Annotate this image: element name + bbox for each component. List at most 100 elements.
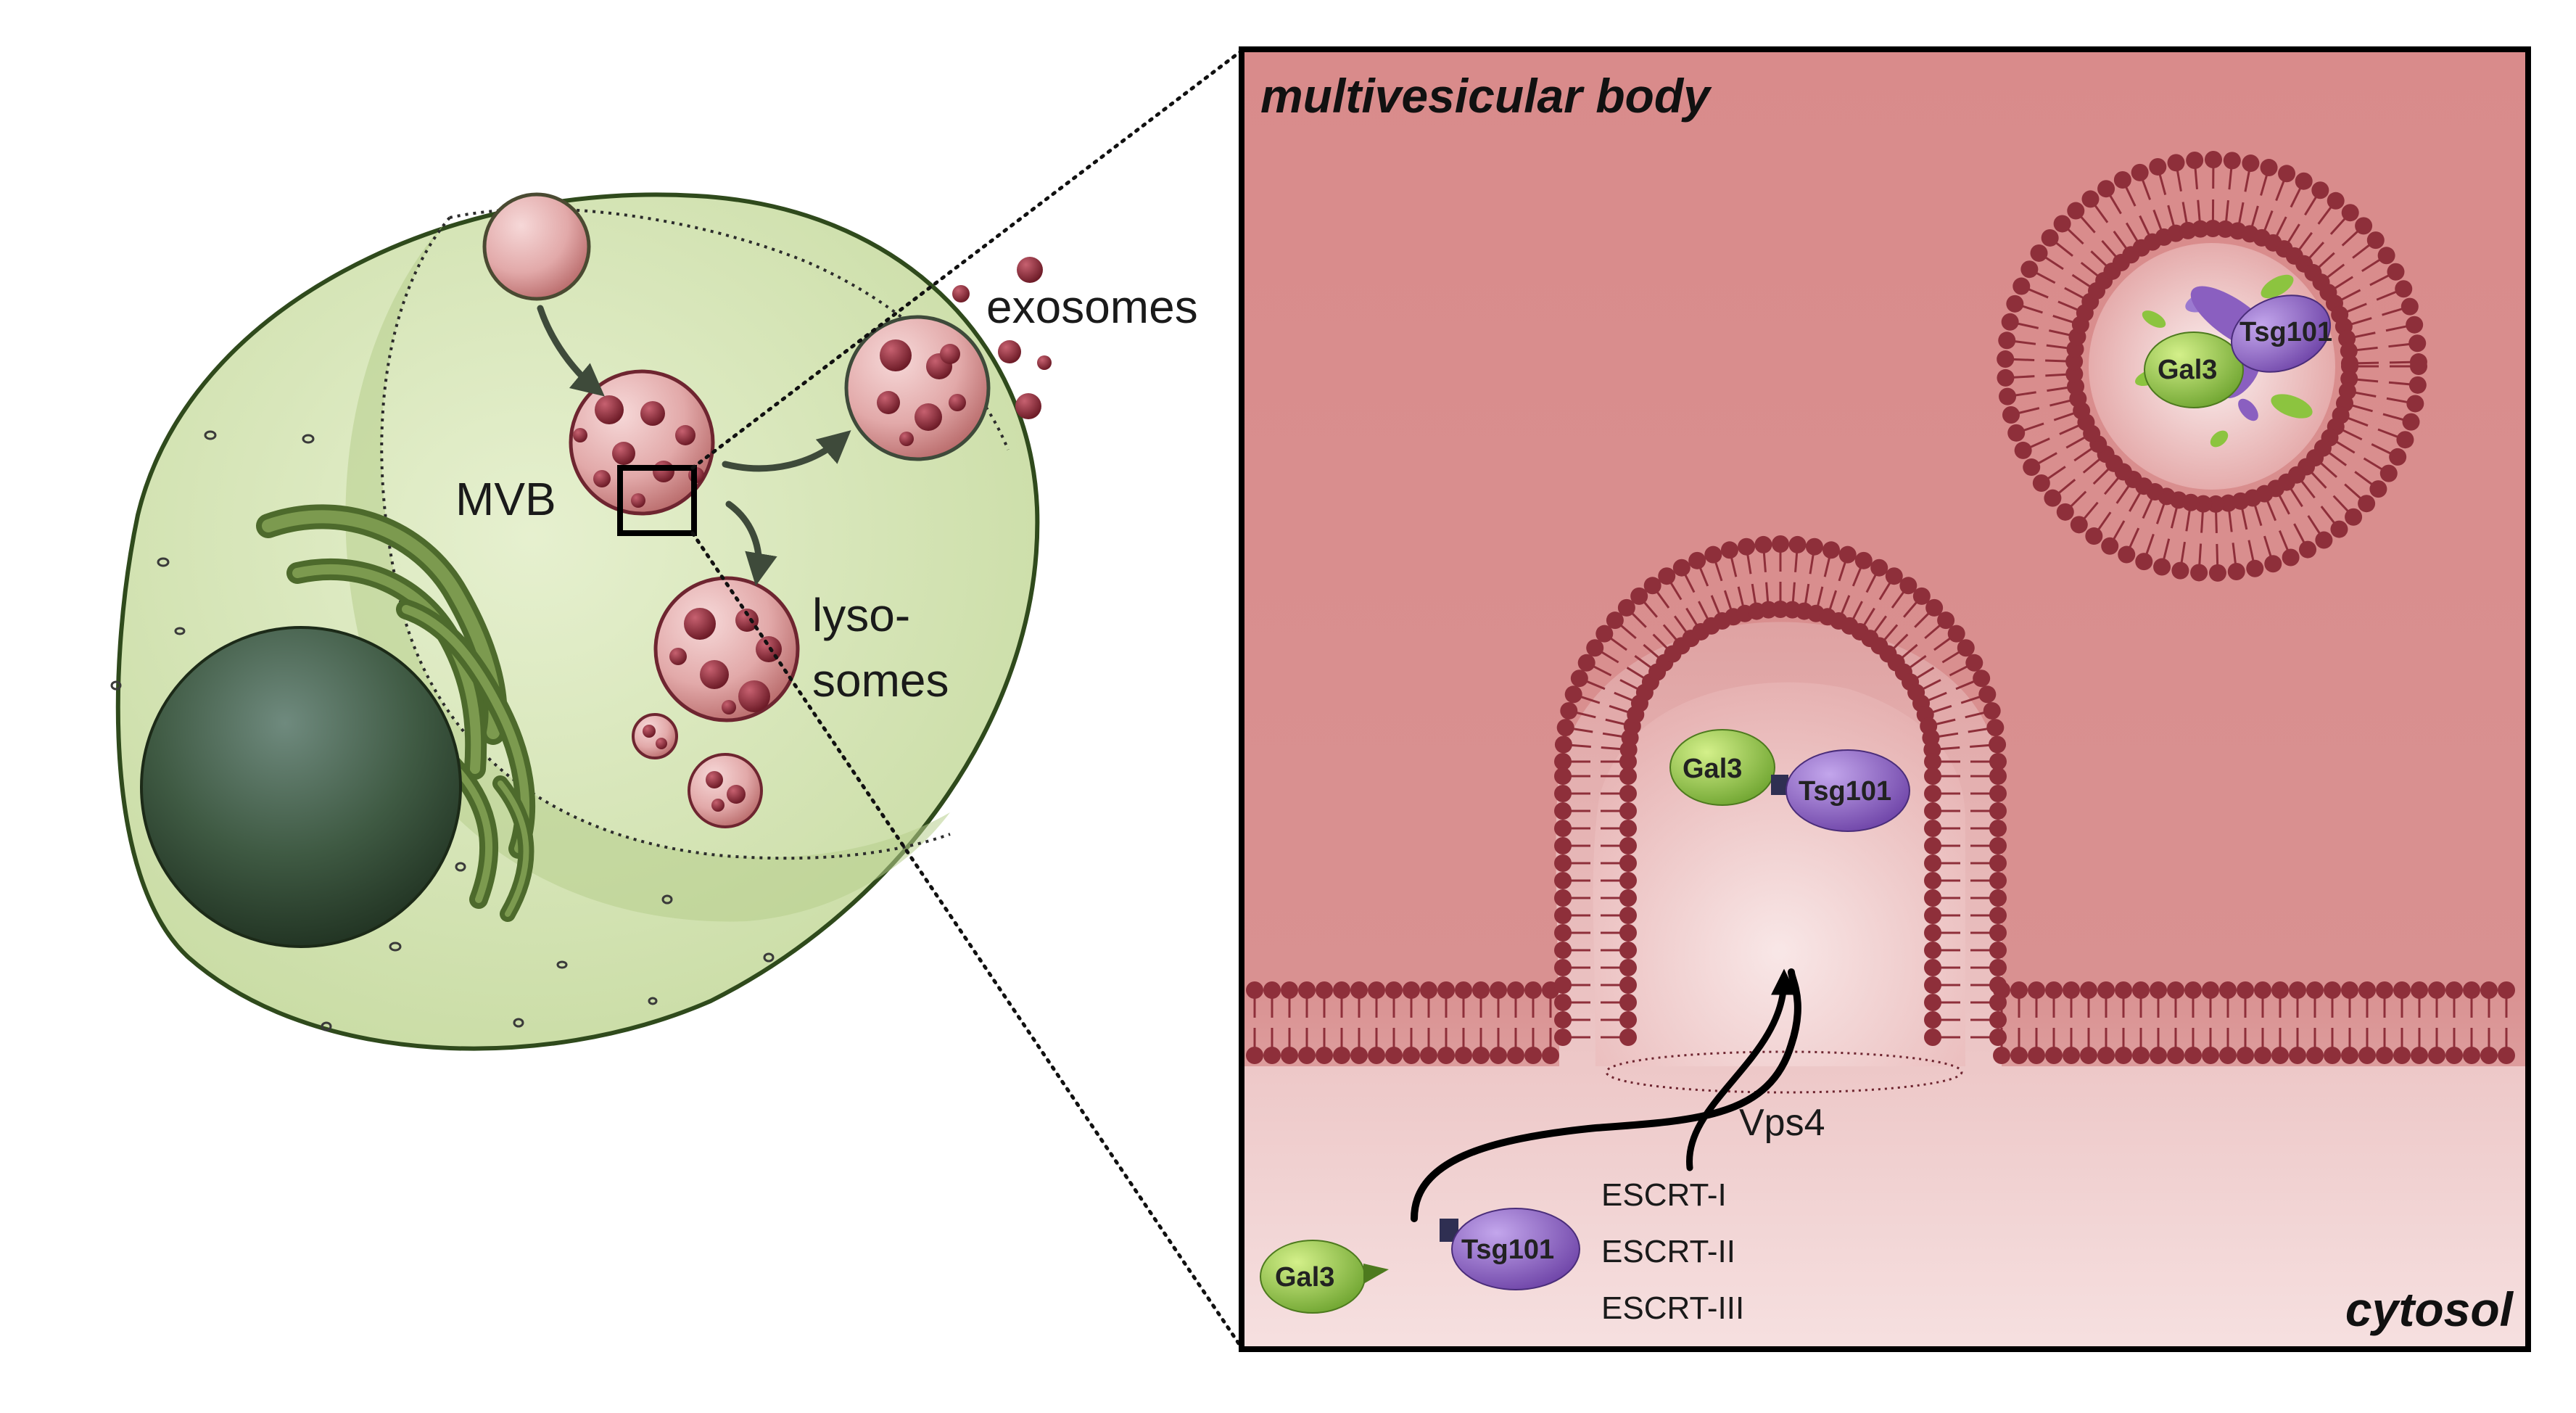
label-escrt-3: ESCRT-III — [1601, 1290, 1744, 1326]
lipid-head — [1619, 1029, 1637, 1046]
lipid-head — [2406, 395, 2424, 413]
lipid-head — [1619, 837, 1637, 854]
lipid-head — [1973, 670, 1991, 688]
lipid-head — [1455, 1047, 1472, 1064]
label-multivesicular-body: multivesicular body — [1260, 69, 1712, 123]
lipid-head — [2428, 981, 2445, 999]
lipid-head — [1957, 639, 1975, 657]
tsg101-label-ilv: Tsg101 — [2239, 317, 2332, 347]
lipid-head — [2010, 1047, 2028, 1064]
gal3-label-bud: Gal3 — [1683, 754, 1742, 784]
lipid-head — [2498, 981, 2515, 999]
label-lyso: lyso- — [812, 589, 910, 641]
lipid-head — [1989, 959, 2007, 976]
lipid-head — [1281, 981, 1298, 999]
lipid-head — [1472, 981, 1490, 999]
lipid-head — [2184, 981, 2202, 999]
lipid-head — [1246, 981, 1263, 999]
lipid-head — [2010, 981, 2028, 999]
lipid-head — [2192, 220, 2210, 238]
lipid-head — [2080, 1047, 2097, 1064]
lipid-head — [1586, 639, 1604, 657]
lipid-head — [1554, 959, 1572, 976]
lipid-head — [2282, 548, 2300, 567]
lipid-head — [2097, 1047, 2115, 1064]
lipid-head — [1924, 872, 1941, 889]
lipid-head — [1643, 577, 1661, 595]
lipid-head — [1619, 994, 1637, 1011]
lipid-head — [1989, 785, 2007, 802]
lipid-head — [1924, 942, 1941, 959]
lipid-head — [1619, 802, 1637, 820]
lipid-head — [2101, 537, 2119, 555]
lipid-head — [2355, 217, 2373, 235]
lipid-head — [1924, 802, 1941, 820]
lipid-head — [1989, 1029, 2007, 1046]
label-vps4: Vps4 — [1739, 1102, 1825, 1144]
lipid-head — [2132, 981, 2150, 999]
lipid-head — [1978, 685, 1997, 704]
lipid-head — [2480, 1047, 2498, 1064]
lipid-head — [1554, 924, 1572, 942]
lipid-head — [2115, 981, 2132, 999]
lipid-head — [2149, 157, 2167, 176]
lipid-head — [1999, 387, 2017, 405]
lipid-head — [2065, 353, 2084, 371]
lipid-head — [2007, 424, 2026, 442]
lipid-head — [2132, 1047, 2150, 1064]
lipid-head — [1619, 959, 1637, 976]
lipid-head — [1554, 837, 1572, 854]
lipid-head — [1704, 545, 1722, 564]
lipid-head — [1997, 368, 2015, 387]
lipid-head — [1983, 701, 2001, 720]
lipid-head — [2377, 247, 2395, 265]
lipid-head — [1560, 701, 1578, 720]
lipid-head — [1989, 994, 2007, 1011]
lipid-head — [2028, 1047, 2045, 1064]
lipid-head — [1298, 981, 1316, 999]
lipid-head — [2402, 413, 2420, 431]
lipid-head — [1403, 1047, 1420, 1064]
lipid-head — [1924, 1011, 1941, 1029]
lipid-head — [1937, 611, 1955, 630]
lipid-head — [1924, 924, 1941, 942]
lipid-head — [1989, 837, 2007, 854]
lipid-head — [2345, 508, 2363, 526]
lipid-head — [1316, 1047, 1333, 1064]
lipid-head — [2014, 441, 2032, 459]
lipid-head — [1993, 1047, 2010, 1064]
lipid-head — [2411, 1047, 2428, 1064]
zoom-connectors — [690, 49, 1244, 1350]
lipid-head — [1554, 785, 1572, 802]
lipid-head — [1420, 1047, 1437, 1064]
lipid-head — [1333, 1047, 1350, 1064]
lipid-head — [1788, 535, 1807, 553]
lipid-head — [1924, 959, 1941, 976]
lipid-head — [2271, 1047, 2289, 1064]
lipid-head — [1350, 1047, 1368, 1064]
lipid-head — [1989, 736, 2007, 754]
lipid-head — [2063, 1047, 2080, 1064]
lipid-head — [1989, 942, 2007, 959]
lipid-head — [2480, 981, 2498, 999]
lipid-head — [1524, 981, 1542, 999]
lipid-head — [2190, 564, 2208, 582]
lipid-head — [2324, 1047, 2341, 1064]
lipid-head — [1281, 1047, 1298, 1064]
lipid-head — [2341, 1047, 2358, 1064]
lipid-head — [1924, 820, 1941, 837]
lipid-head — [1619, 924, 1637, 942]
lipid-head — [2393, 1047, 2411, 1064]
lipid-head — [2006, 294, 2024, 313]
lipid-head — [2387, 263, 2405, 281]
lipid-head — [1738, 537, 1756, 556]
lipid-head — [2395, 280, 2413, 298]
lipid-head — [2028, 981, 2045, 999]
lipid-head — [1554, 1011, 1572, 1029]
lipid-head — [2053, 215, 2071, 233]
lipid-head — [1619, 976, 1637, 994]
lipid-head — [2341, 204, 2359, 222]
lipid-head — [1989, 1011, 2007, 1029]
lipid-head — [2498, 1047, 2515, 1064]
lipid-head — [2400, 297, 2419, 316]
